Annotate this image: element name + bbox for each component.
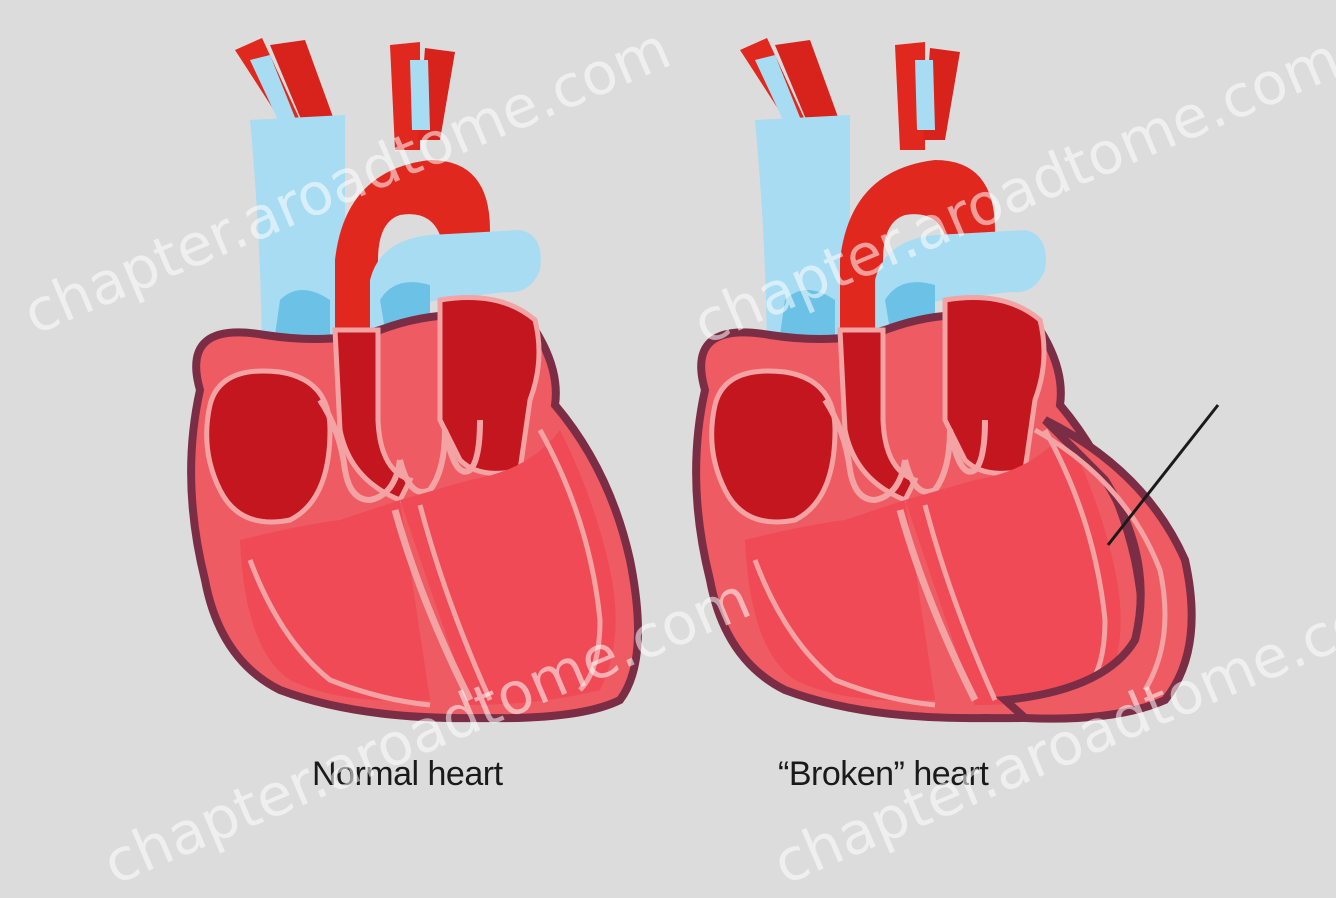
caption-broken-heart: “Broken” heart <box>778 755 988 794</box>
hearts-illustration <box>0 0 1336 861</box>
figure: Normal heart “Broken” heart chapter.aroa… <box>0 0 1336 861</box>
normal-heart <box>191 38 638 718</box>
broken-heart <box>696 38 1192 719</box>
caption-normal-heart: Normal heart <box>312 755 503 794</box>
